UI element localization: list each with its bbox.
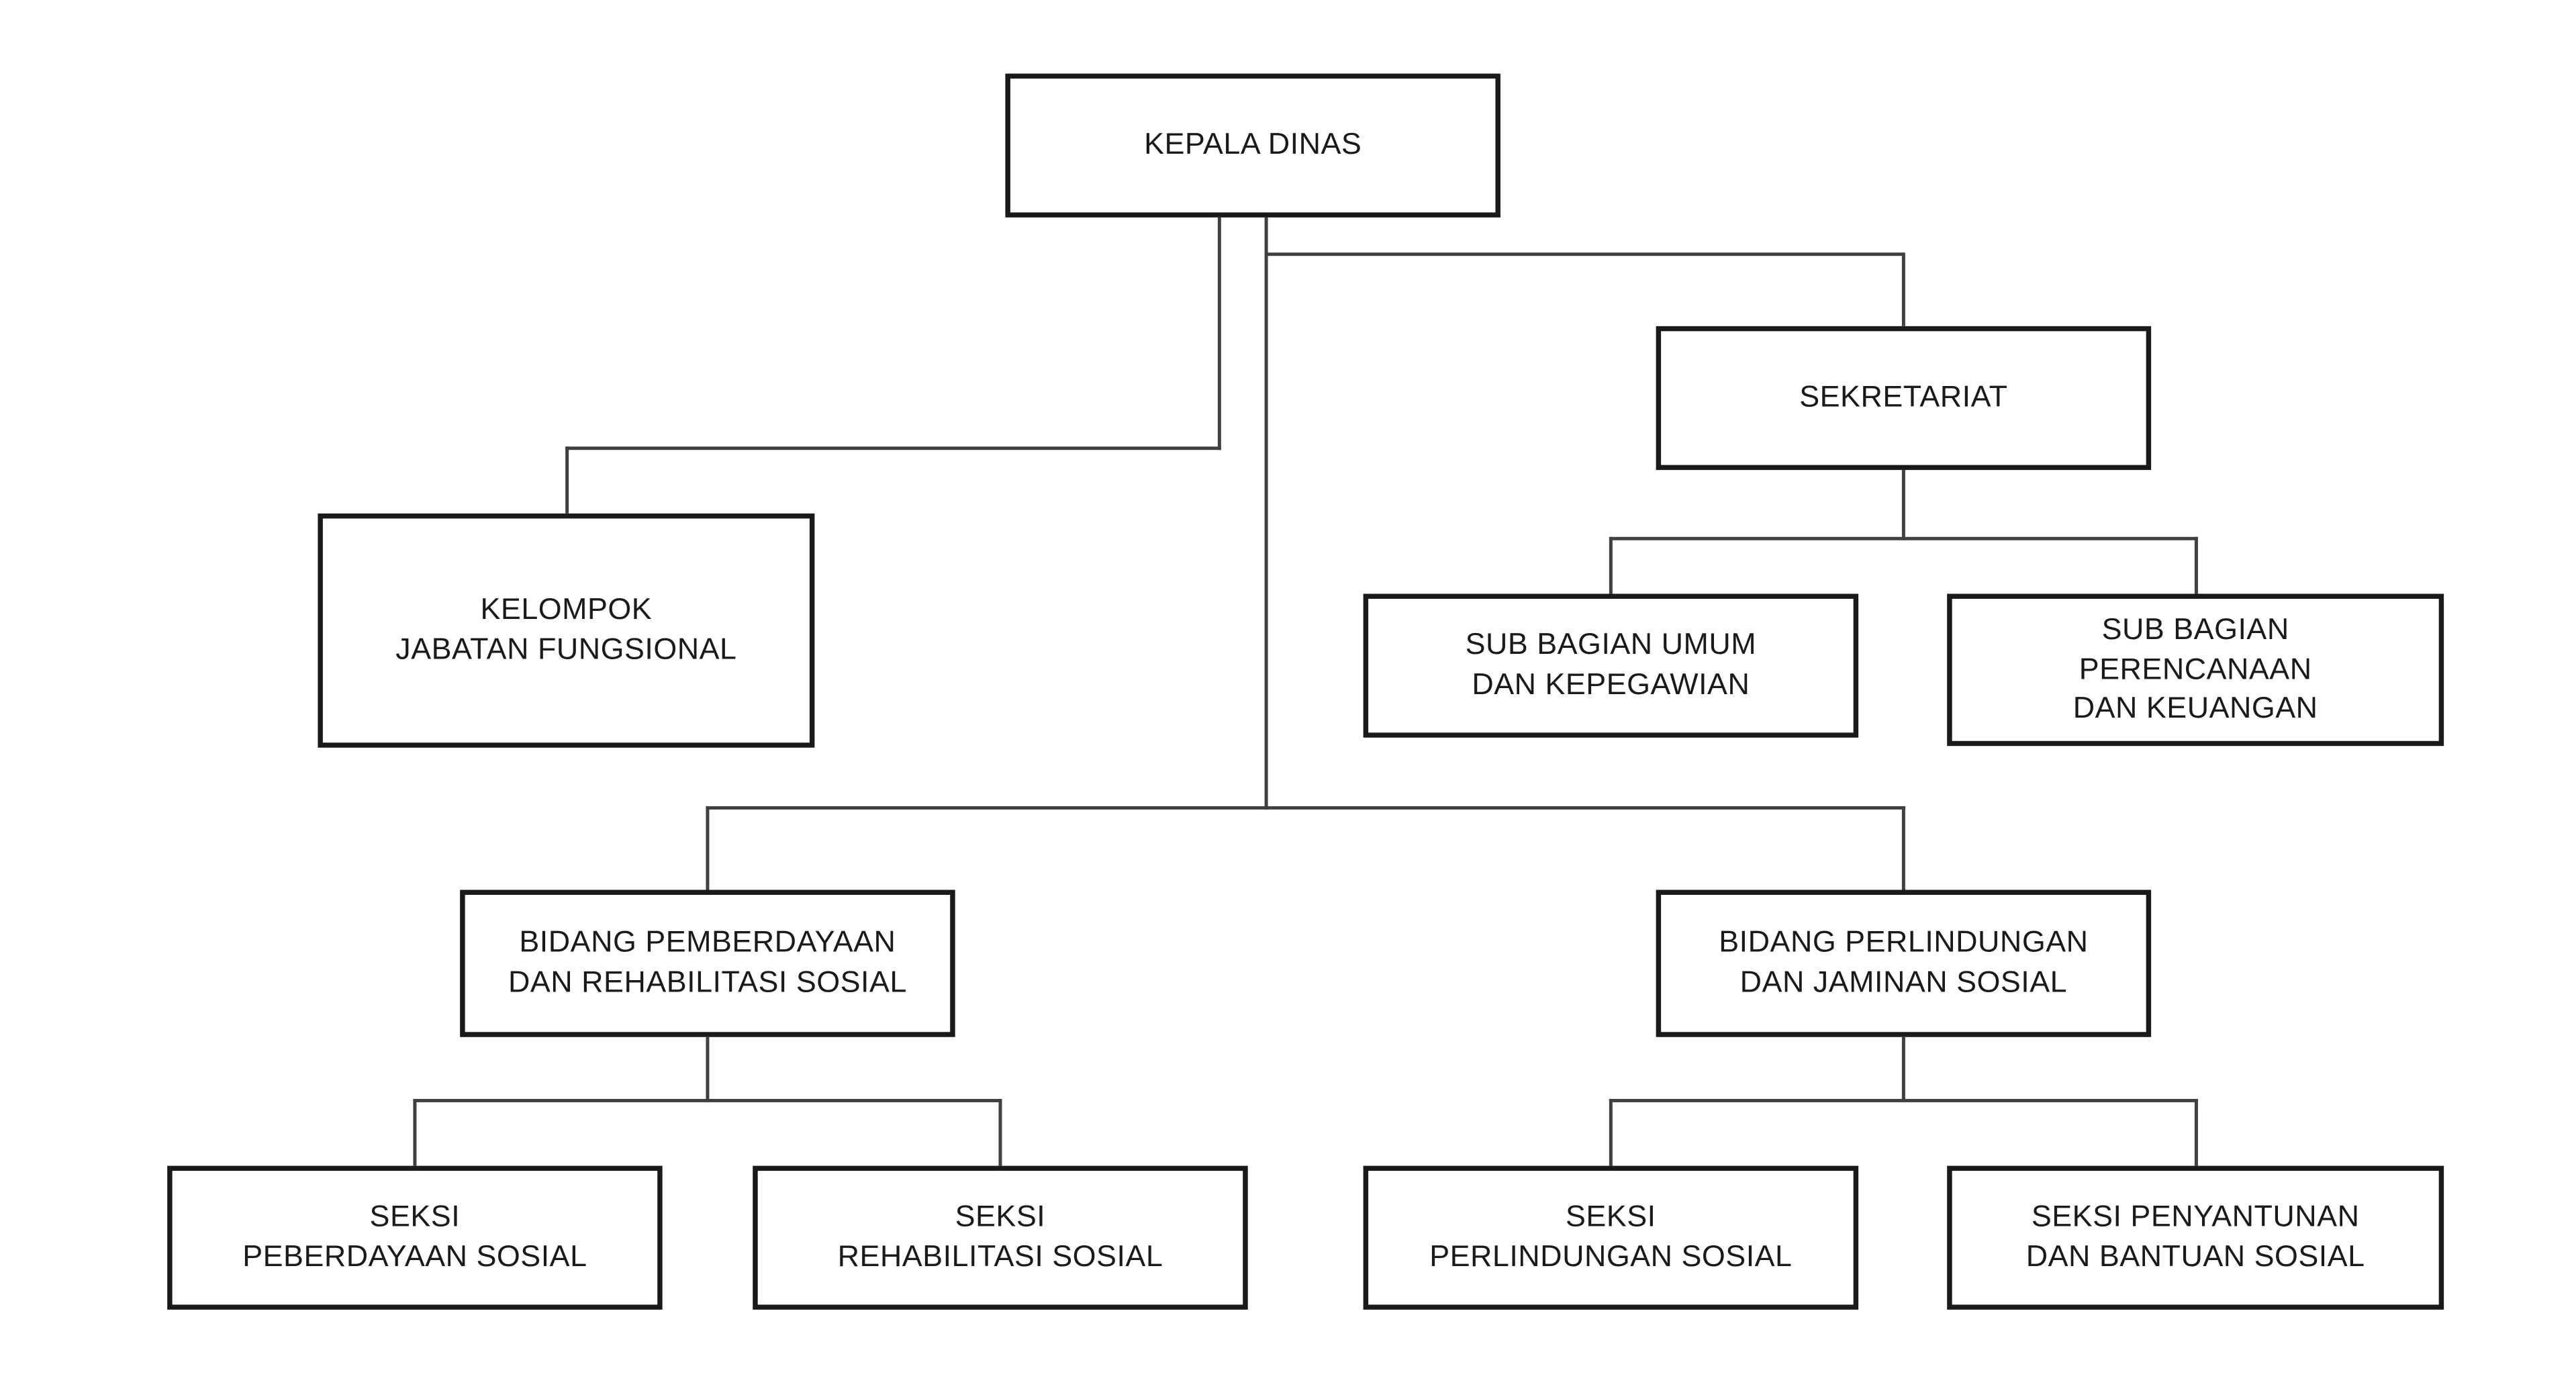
connector-bidang-pemberdayaan-riser: [706, 806, 710, 890]
node-seksi-rehabilitasi-sosial-label: SEKSI REHABILITASI SOSIAL: [837, 1199, 1163, 1273]
node-seksi-penyantunan-dan-bantuan-sosial: SEKSI PENYANTUNAN DAN BANTUAN SOSIAL: [1947, 1165, 2444, 1310]
node-seksi-peberdayaan-sosial-label: SEKSI PEBERDAYAAN SOSIAL: [242, 1199, 587, 1273]
connector-kepala-kelompok-riser: [565, 446, 569, 514]
connector-bidang-split: [706, 806, 1905, 810]
connector-bidang-pemberdayaan-drop: [706, 1037, 710, 1102]
connector-kepala-sekretariat-run: [1266, 252, 1904, 256]
connector-seksi-penyantunan-riser: [2194, 1098, 2198, 1166]
connector-seksi-perlindungan-riser: [1609, 1098, 1613, 1166]
node-bidang-pemberdayaan-dan-rehabilitasi-sosial: BIDANG PEMBERDAYAAN DAN REHABILITASI SOS…: [460, 889, 955, 1037]
connector-sekretariat-drop: [1901, 470, 1905, 540]
connector-bidang-perlindungan-riser: [1901, 806, 1905, 890]
node-seksi-penyantunan-dan-bantuan-sosial-label: SEKSI PENYANTUNAN DAN BANTUAN SOSIAL: [2025, 1199, 2365, 1273]
node-sekretariat: SEKRETARIAT: [1656, 326, 2152, 471]
node-sub-bagian-umum-dan-kepegawian-label: SUB BAGIAN UMUM DAN KEPEGAWIAN: [1465, 627, 1757, 701]
node-kepala-dinas-label: KEPALA DINAS: [1144, 127, 1362, 161]
node-sekretariat-label: SEKRETARIAT: [1799, 379, 2008, 414]
node-seksi-peberdayaan-sosial: SEKSI PEBERDAYAAN SOSIAL: [167, 1165, 663, 1310]
node-bidang-perlindungan-dan-jaminan-sosial: BIDANG PERLINDUNGAN DAN JAMINAN SOSIAL: [1656, 889, 2152, 1037]
connector-sub-perencanaan-riser: [2194, 536, 2198, 594]
node-kelompok-jabatan-fungsional-label: KELOMPOK JABATAN FUNGSIONAL: [395, 592, 737, 666]
node-bidang-pemberdayaan-dan-rehabilitasi-sosial-label: BIDANG PEMBERDAYAAN DAN REHABILITASI SOS…: [508, 924, 907, 999]
connector-bidang-perlindungan-drop: [1901, 1037, 1905, 1102]
node-sub-bagian-perencanaan-dan-keuangan: SUB BAGIAN PERENCANAAN DAN KEUANGAN: [1947, 593, 2444, 746]
connector-sub-umum-riser: [1609, 536, 1613, 594]
node-seksi-perlindungan-sosial-label: SEKSI PERLINDUNGAN SOSIAL: [1429, 1199, 1793, 1273]
node-seksi-perlindungan-sosial: SEKSI PERLINDUNGAN SOSIAL: [1363, 1165, 1859, 1310]
connector-kepala-spine: [1264, 217, 1268, 810]
node-sub-bagian-umum-dan-kepegawian: SUB BAGIAN UMUM DAN KEPEGAWIAN: [1363, 593, 1859, 738]
connector-seksi-peberdayaan-riser: [413, 1098, 417, 1166]
node-kelompok-jabatan-fungsional: KELOMPOK JABATAN FUNGSIONAL: [318, 513, 815, 748]
connector-sekretariat-split: [1609, 536, 2198, 540]
node-sub-bagian-perencanaan-dan-keuangan-label: SUB BAGIAN PERENCANAAN DAN KEUANGAN: [2072, 611, 2318, 726]
connector-seksi-left-split: [413, 1098, 1002, 1102]
node-kepala-dinas: KEPALA DINAS: [1005, 73, 1500, 218]
connector-seksi-right-split: [1609, 1098, 2198, 1102]
connector-kepala-sekretariat-riser: [1901, 252, 1905, 326]
connector-kepala-kelompok-run: [565, 446, 1221, 450]
node-seksi-rehabilitasi-sosial: SEKSI REHABILITASI SOSIAL: [753, 1165, 1248, 1310]
connector-kepala-kelompok-drop: [1217, 217, 1221, 450]
node-bidang-perlindungan-dan-jaminan-sosial-label: BIDANG PERLINDUNGAN DAN JAMINAN SOSIAL: [1719, 924, 2089, 999]
connector-seksi-rehabilitasi-riser: [998, 1098, 1002, 1166]
